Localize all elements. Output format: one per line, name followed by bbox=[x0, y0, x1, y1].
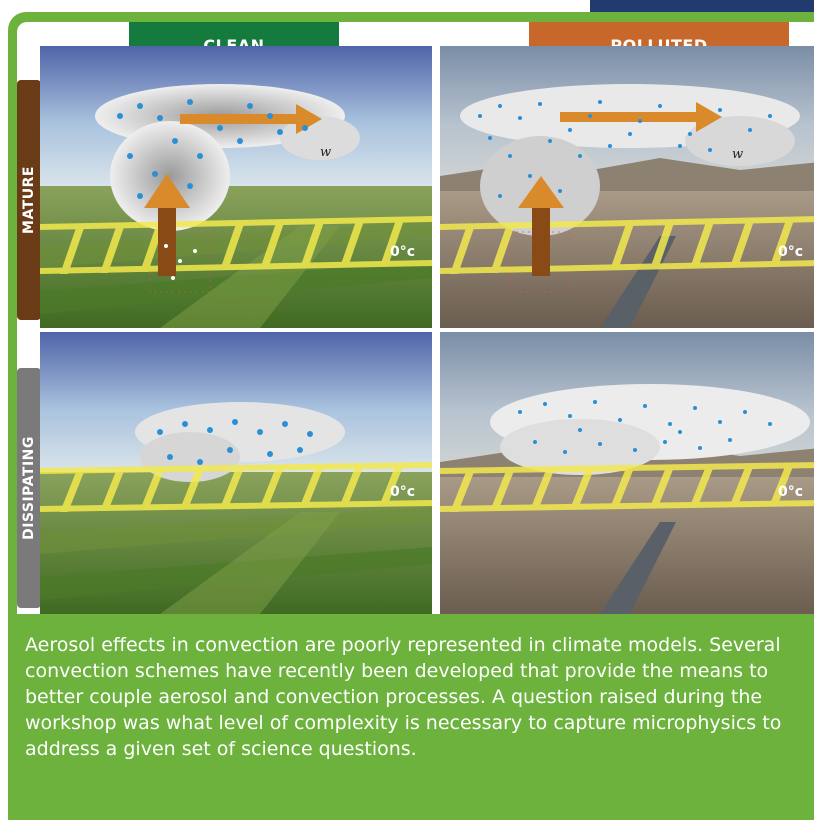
panel-clean-dissipating: 0°c bbox=[40, 332, 432, 614]
freezing-level-label: 0°c bbox=[778, 484, 803, 500]
freezing-level-grid bbox=[440, 462, 814, 512]
freezing-level-label: 0°c bbox=[390, 484, 415, 500]
ice-particles bbox=[157, 419, 313, 465]
row-label-dissipating-text: DISSIPATING bbox=[21, 436, 37, 540]
freezing-level-grid bbox=[40, 216, 432, 274]
ice-particles bbox=[518, 400, 772, 454]
clean-dissipating-scene: 0°c bbox=[40, 332, 432, 614]
panel-polluted-dissipating: 0°c bbox=[434, 332, 814, 614]
freezing-level-label: 0°c bbox=[390, 244, 415, 260]
row-label-dissipating: DISSIPATING bbox=[17, 368, 41, 608]
row-label-mature-text: MATURE bbox=[21, 166, 38, 234]
panel-polluted-mature: 0°c w bbox=[434, 46, 814, 328]
updraft-label: w bbox=[320, 145, 331, 160]
polluted-dissipating-scene: 0°c bbox=[440, 332, 814, 614]
updraft-arrow bbox=[518, 176, 564, 276]
outflow-arrow bbox=[560, 102, 722, 132]
raindrops bbox=[164, 244, 197, 280]
panel-clean-mature: 0°c w bbox=[40, 46, 432, 328]
ice-particles bbox=[117, 99, 308, 199]
freezing-level-grid bbox=[40, 462, 432, 512]
row-label-mature: MATURE bbox=[17, 80, 41, 320]
freezing-level-label: 0°c bbox=[778, 244, 803, 260]
updraft-label: w bbox=[732, 147, 743, 162]
updraft-arrow bbox=[144, 174, 190, 276]
ice-particles bbox=[478, 100, 772, 198]
clean-mature-scene: 0°c w bbox=[40, 46, 432, 328]
caption-text: Aerosol effects in convection are poorly… bbox=[25, 634, 782, 760]
polluted-mature-scene: 0°c w bbox=[440, 46, 814, 328]
